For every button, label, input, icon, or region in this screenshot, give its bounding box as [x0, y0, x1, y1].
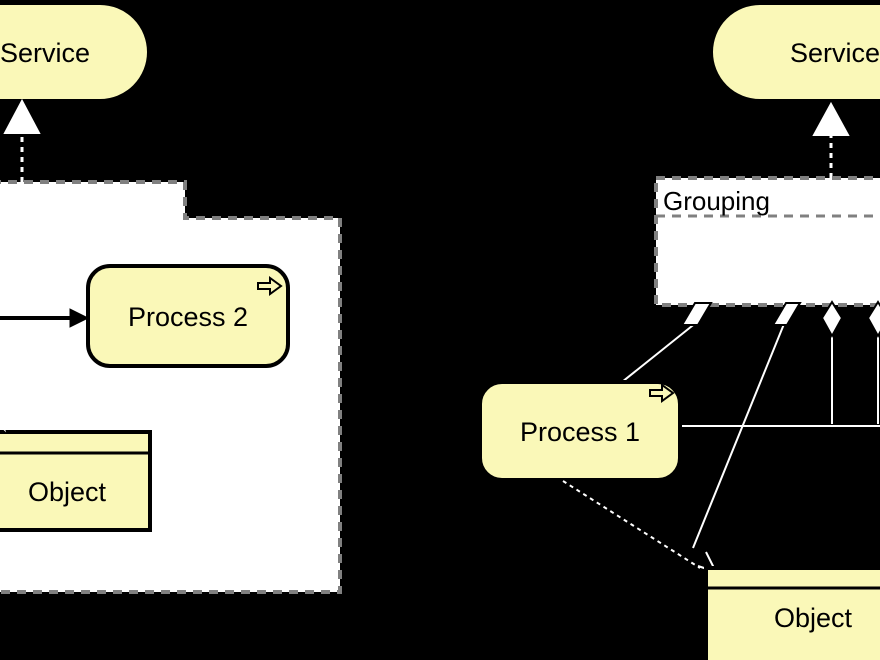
right-grouping-container[interactable] [654, 176, 880, 307]
process-arrow-icon [257, 276, 283, 296]
left-process-node[interactable] [86, 264, 290, 368]
right-process-node[interactable] [478, 380, 682, 482]
aggregation-diamond-2 [771, 302, 802, 326]
right-generalization-arrowhead [812, 101, 850, 136]
left-association-arrowhead [69, 308, 90, 328]
right-object-node[interactable] [704, 566, 880, 660]
right-service-shape[interactable] [709, 0, 880, 103]
left-dependency-arrowhead [0, 413, 7, 433]
left-generalization-arrowhead [3, 98, 41, 134]
process-arrow-icon [649, 383, 675, 403]
aggregation-diamond-3 [820, 300, 844, 339]
right-dependency-line [562, 480, 701, 569]
aggregation-line-1 [611, 321, 698, 391]
left-object-node[interactable] [0, 430, 152, 532]
aggregation-diamond-1 [680, 302, 713, 326]
aggregation-line-2 [692, 323, 785, 549]
aggregation-diamond-4 [866, 300, 880, 339]
left-service-shape[interactable] [0, 0, 151, 103]
